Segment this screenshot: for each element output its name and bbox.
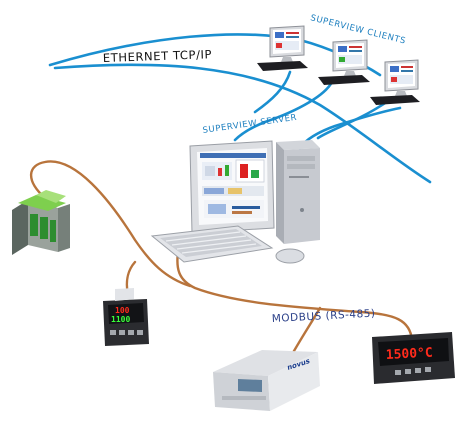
indicator-key: [425, 367, 431, 372]
controller-key: [119, 330, 125, 335]
server-keyboard: [150, 225, 274, 263]
din-device-screen: [238, 379, 262, 392]
controller-key: [128, 330, 134, 335]
indicator-key: [405, 369, 411, 374]
server-screen-titlebar: [200, 153, 266, 158]
controller-key: [137, 330, 143, 335]
client-computer-2: [318, 39, 370, 85]
controller-display-top: 100: [115, 306, 130, 315]
client2-drop-cable: [233, 80, 334, 142]
ethernet-backbone-cable: [48, 33, 382, 77]
server-monitor: [189, 140, 275, 247]
panel-controller: 100 1100: [103, 288, 149, 346]
client3-drop-cable: [316, 101, 387, 140]
indicator-key: [395, 370, 401, 375]
panel-indicator: 1500°C: [372, 332, 455, 384]
superview-server-computer: [150, 140, 320, 264]
io-module: [12, 190, 70, 255]
din-device: novus: [213, 350, 320, 411]
indicator-key: [415, 368, 421, 373]
modbus-main-cable: [176, 250, 414, 342]
superview-server-label: SUPERVIEW SERVER: [202, 113, 298, 136]
controller-key: [110, 330, 116, 335]
controller-display-bottom: 1100: [111, 315, 130, 324]
ethernet-lower-cable: [53, 63, 432, 184]
server-tower: [276, 140, 320, 244]
client-computer-1: [257, 25, 308, 71]
server-uplink-cable: [298, 106, 402, 150]
server-mouse: [275, 248, 305, 264]
client1-drop-cable: [253, 70, 292, 114]
client-computer-3: [370, 59, 420, 105]
indicator-display: 1500°C: [385, 346, 433, 363]
ethernet-label: ETHERNET TCP/IP: [103, 47, 213, 65]
modbus-io-module-cable: [29, 160, 192, 288]
modbus-label: MODBUS (RS-485): [272, 308, 376, 325]
